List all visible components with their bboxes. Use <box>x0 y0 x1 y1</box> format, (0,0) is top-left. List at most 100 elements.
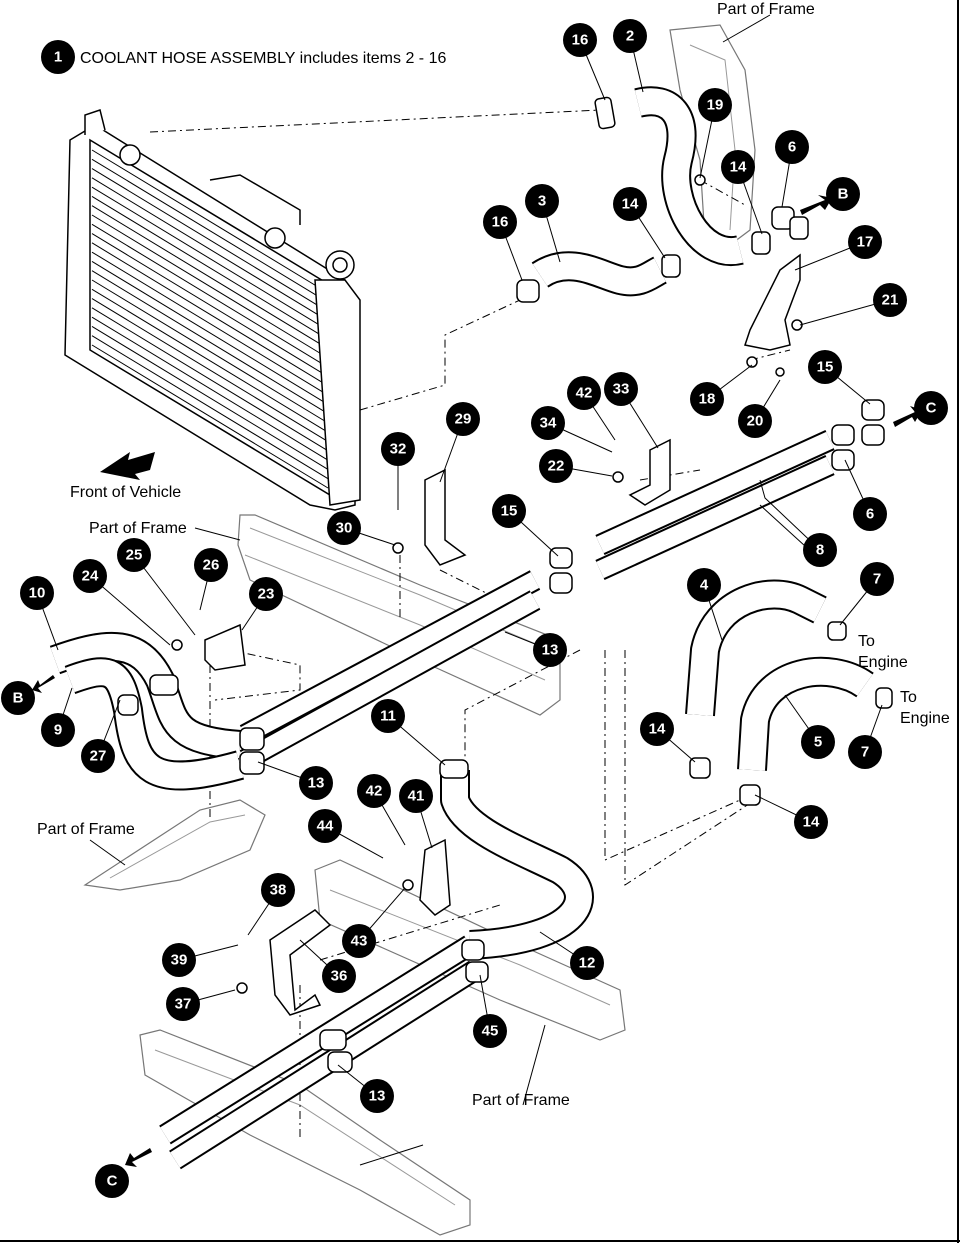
engine-label-1: Engine <box>858 654 908 671</box>
callout-badge-32 <box>381 432 415 466</box>
arrow-to-c-bottom <box>125 1148 152 1167</box>
hose-4 <box>685 579 827 717</box>
callout-label-33: 33 <box>613 381 630 398</box>
callout-badge-42 <box>567 376 601 410</box>
callout-badge-3 <box>525 184 559 218</box>
callout-badge-39 <box>162 943 196 977</box>
callout-label-18: 18 <box>699 391 716 408</box>
callout-badge-22 <box>539 449 573 483</box>
callout-label-12: 12 <box>579 955 596 972</box>
callout-badge-B <box>826 177 860 211</box>
callout-label-20: 20 <box>747 413 764 430</box>
tubes-13-upper <box>239 570 541 770</box>
callout-label-21: 21 <box>882 292 899 309</box>
callout-label-6: 6 <box>788 139 796 156</box>
callout-label-38: 38 <box>270 882 287 899</box>
callout-label-22: 22 <box>548 458 565 475</box>
clamps-and-hardware <box>117 96 893 1073</box>
callout-badge-15 <box>492 494 526 528</box>
callout-label-34: 34 <box>540 415 557 432</box>
callout-label-26: 26 <box>203 557 220 574</box>
callout-badge-23 <box>249 577 283 611</box>
callout-label-6: 6 <box>866 506 874 523</box>
arrow-to-b-left <box>32 675 55 693</box>
callout-label-C: C <box>926 400 937 417</box>
callout-badge-2 <box>613 19 647 53</box>
callout-badge-14 <box>613 187 647 221</box>
callout-label-10: 10 <box>29 585 46 602</box>
arrow-to-b-top <box>800 195 832 215</box>
callout-badge-7 <box>860 562 894 596</box>
callout-badge-4 <box>687 568 721 602</box>
callout-badge-41 <box>399 779 433 813</box>
callout-label-13: 13 <box>308 775 325 792</box>
callout-label-14: 14 <box>622 196 639 213</box>
callout-badge-14 <box>640 712 674 746</box>
callout-label-23: 23 <box>258 586 275 603</box>
callout-label-3: 3 <box>538 193 546 210</box>
callout-badge-44 <box>308 809 342 843</box>
callout-badge-42 <box>357 774 391 808</box>
callout-badge-10 <box>20 576 54 610</box>
callout-badge-33 <box>604 372 638 406</box>
callout-label-30: 30 <box>336 520 353 537</box>
callout-badge-37 <box>166 987 200 1021</box>
callout-label-24: 24 <box>82 568 99 585</box>
callout-label-11: 11 <box>380 708 396 725</box>
callout-label-15: 15 <box>501 503 518 520</box>
brackets <box>204 253 801 1016</box>
callout-label-9: 9 <box>54 722 62 739</box>
to-label-1: To <box>858 633 875 650</box>
callout-label-C: C <box>107 1173 118 1190</box>
callout-badge-13 <box>533 633 567 667</box>
callout-badge-13 <box>360 1079 394 1113</box>
callout-badge-16 <box>483 205 517 239</box>
callout-badge-20 <box>738 404 772 438</box>
callout-label-B: B <box>838 186 849 203</box>
hose-2 <box>634 86 744 266</box>
callout-badge-6 <box>775 130 809 164</box>
callout-label-42: 42 <box>366 783 383 800</box>
callout-badge-45 <box>473 1014 507 1048</box>
callout-label-42: 42 <box>576 385 593 402</box>
callout-badge-15 <box>808 350 842 384</box>
callout-label-16: 16 <box>572 32 589 49</box>
hose-5 <box>737 656 874 771</box>
callout-label-19: 19 <box>707 97 724 114</box>
callout-badge-30 <box>327 511 361 545</box>
callout-badge-13 <box>299 766 333 800</box>
callout-label-2: 2 <box>626 28 634 45</box>
callout-badge-16 <box>563 23 597 57</box>
callout-label-37: 37 <box>175 996 192 1013</box>
callout-badge-14 <box>721 150 755 184</box>
engine-label-2: Engine <box>900 710 950 727</box>
callout-label-36: 36 <box>331 968 348 985</box>
assembly-number: 1 <box>54 49 62 66</box>
callout-badge-18 <box>690 382 724 416</box>
callout-badge-6 <box>853 497 887 531</box>
callout-badge-7 <box>848 735 882 769</box>
callout-badge-8 <box>803 533 837 567</box>
callout-label-13: 13 <box>369 1088 386 1105</box>
callout-badge-19 <box>698 88 732 122</box>
assembly-badge <box>41 40 75 74</box>
part-of-frame-label-bottom: Part of Frame <box>472 1092 570 1109</box>
callout-label-7: 7 <box>873 571 881 588</box>
assembly-title: COOLANT HOSE ASSEMBLY includes items 2 -… <box>80 50 446 67</box>
callout-label-44: 44 <box>317 818 334 835</box>
callout-badge-C <box>914 391 948 425</box>
hose-3 <box>531 251 668 297</box>
callout-label-43: 43 <box>351 933 368 950</box>
tubes-8 <box>595 429 835 581</box>
callout-label-14: 14 <box>649 721 666 738</box>
frame-rail-upper <box>237 514 561 716</box>
callout-label-41: 41 <box>408 788 425 805</box>
callout-badge-C <box>95 1164 129 1198</box>
callout-label-14: 14 <box>730 159 747 176</box>
callout-badge-12 <box>570 946 604 980</box>
callout-label-B: B <box>13 690 24 707</box>
to-label-2: To <box>900 689 917 706</box>
callout-label-39: 39 <box>171 952 188 969</box>
header: 1 COOLANT HOSE ASSEMBLY includes items 2… <box>41 40 446 74</box>
